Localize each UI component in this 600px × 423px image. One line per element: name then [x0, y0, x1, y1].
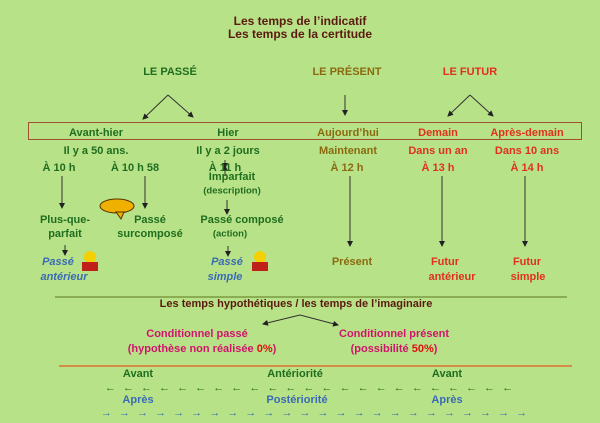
day-label: Avant-hier	[69, 127, 123, 139]
passe-simple-2: simple	[207, 271, 243, 283]
period-label: Il y a 50 ans.	[63, 145, 129, 157]
apres-label: Après	[431, 394, 463, 406]
passe-simple-1: Passé	[211, 256, 243, 268]
paren: )	[272, 343, 277, 355]
hour-label: À 13 h	[421, 162, 455, 174]
imparfait-note: (description)	[203, 185, 261, 197]
note-text: (hypothèse non réalisée	[127, 343, 257, 355]
section-futur: LE FUTUR	[442, 66, 498, 78]
hour-label: À 12 h	[330, 162, 364, 174]
posteriorite-label: Postériorité	[266, 394, 328, 406]
apres-label: Après	[122, 394, 154, 406]
period-label: Il y a 2 jours	[196, 145, 260, 157]
present-tense: Présent	[331, 256, 373, 268]
left-arrows-row: ← ← ← ← ← ← ← ← ← ← ← ← ← ← ← ← ← ← ← ← …	[104, 382, 516, 394]
plus-que-parfait-2: parfait	[48, 228, 82, 240]
passe-compose: Passé composé	[200, 214, 284, 226]
right-arrows-row: → → → → → → → → → → → → → → → → → → → → …	[100, 407, 530, 419]
passe-compose-note: (action)	[212, 228, 248, 240]
futur-anterieur-2: antérieur	[428, 271, 476, 283]
day-label: Demain	[418, 127, 458, 139]
cond-present: Conditionnel présent	[339, 328, 449, 340]
day-label: Hier	[217, 127, 239, 139]
period-label: Dans un an	[408, 145, 468, 157]
speech-bubble-icon	[99, 198, 135, 221]
avant-label: Avant	[431, 368, 463, 380]
passe-surcompose-2: surcomposé	[117, 228, 183, 240]
reading-emoji-icon	[82, 251, 98, 271]
futur-simple-1: Futur	[512, 256, 542, 268]
futur-simple-2: simple	[510, 271, 546, 283]
section-present: LE PRÉSENT	[312, 66, 382, 78]
day-label: Aujourd’hui	[317, 127, 379, 139]
note-text: (possibilité	[350, 343, 412, 355]
period-label: Dans 10 ans	[494, 145, 560, 157]
hour-label: À 11 h	[208, 162, 242, 174]
period-label: Maintenant	[318, 145, 378, 157]
cond-present-note: (possibilité 50%)	[351, 343, 438, 355]
passe-surcompose-1: Passé	[134, 214, 166, 226]
section-passe: LE PASSÉ	[143, 66, 197, 78]
futur-anterieur-1: Futur	[430, 256, 460, 268]
cond-passe-note: (hypothèse non réalisée 0%)	[128, 343, 277, 355]
hour-label: À 10 h 58	[110, 162, 160, 174]
plus-que-parfait-1: Plus-que-	[39, 214, 91, 226]
imparfait: Imparfait	[208, 171, 256, 183]
title-line1: Les temps de l’indicatif	[233, 14, 367, 28]
hypo-title: Les temps hypothétiques / les temps de l…	[159, 298, 433, 310]
cond-passe: Conditionnel passé	[146, 328, 248, 340]
reading-emoji-icon	[252, 251, 268, 271]
anteriorite-label: Antériorité	[267, 368, 323, 380]
paren: )	[433, 343, 438, 355]
passe-anterieur-2: antérieur	[40, 271, 88, 283]
percent: 50%	[411, 343, 434, 355]
passe-anterieur-1: Passé	[42, 256, 74, 268]
hour-label: À 10 h	[42, 162, 76, 174]
hour-label: À 14 h	[510, 162, 544, 174]
avant-label: Avant	[122, 368, 154, 380]
timeline-box	[28, 122, 582, 140]
day-label: Après-demain	[490, 127, 564, 139]
title-line2: Les temps de la certitude	[227, 27, 373, 41]
percent: 0%	[256, 343, 273, 355]
